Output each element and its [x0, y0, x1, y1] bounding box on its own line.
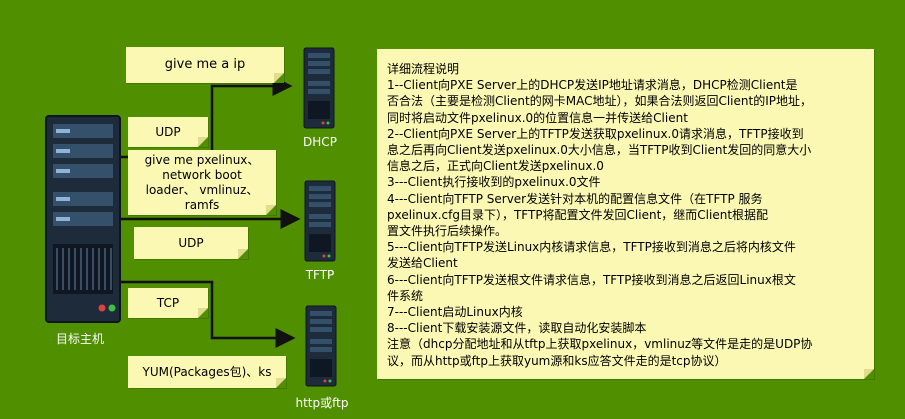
note-udp-tftp: UDP [134, 227, 248, 259]
desc-line: 议，而从http或ftp上获取yum源和ks应答文件走的是tcp协议） [387, 353, 864, 369]
note-give-pxelinux: give me pxelinux、network boot loader、 vm… [128, 150, 276, 215]
note-udp-dhcp: UDP [128, 117, 208, 147]
client-label: 目标主机 [40, 330, 120, 347]
desc-line: 3---Client执行接收到的pxelinux.0文件 [387, 174, 864, 190]
desc-line: 4---Client向TFTP Server发送针对本机的配置信息文件（在TFT… [387, 191, 864, 207]
desc-line: 7---Client启动Linux内核 [387, 304, 864, 320]
desc-line: 同时将启动文件pxelinux.0的位置信息一并传送给Client [387, 110, 864, 126]
desc-line: 否合法（主要是检测Client的网卡MAC地址），如果合法则返回Client的I… [387, 93, 864, 109]
desc-line: 息之后再向Client发送pxelinux.0大小信息，当TFTP收到Clien… [387, 142, 864, 158]
desc-line: 注意（dhcp分配地址和从tftp上获取pxelinux，vmlinuz等文件是… [387, 336, 864, 352]
desc-line: 2--Client向PXE Server上的TFTP发送获取pxelinux.0… [387, 126, 864, 142]
client-server-icon [44, 114, 126, 326]
desc-line: 信息之后，正式向Client发送pxelinux.0 [387, 158, 864, 174]
dhcp-server-icon [303, 47, 335, 129]
http-server-icon [305, 305, 337, 387]
desc-line: 6---Client向TFTP发送根文件请求信息，TFTP接收到消息之后返回Li… [387, 272, 864, 288]
http-ftp-label: http或ftp [282, 394, 362, 411]
desc-line: 发送给Client [387, 255, 864, 271]
desc-line: 1--Client向PXE Server上的DHCP发送IP地址请求消息，DHC… [387, 77, 864, 93]
note-give-ip: give me a ip [126, 47, 284, 83]
flow-description-panel: 详细流程说明 1--Client向PXE Server上的DHCP发送IP地址请… [377, 49, 874, 379]
desc-line: 5---Client向TFTP发送Linux内核请求信息，TFTP接收到消息之后… [387, 239, 864, 255]
tftp-server-icon [304, 180, 336, 262]
desc-line: pxelinux.cfg目录下），TFTP将配置文件发回Client，继而Cli… [387, 207, 864, 223]
desc-line: 置文件执行后续操作。 [387, 223, 864, 239]
note-tcp: TCP [128, 288, 208, 318]
dhcp-label: DHCP [290, 135, 350, 149]
desc-line: 件系统 [387, 288, 864, 304]
tftp-label: TFTP [290, 268, 350, 282]
note-yum-ks: YUM(Packages包)、ks [128, 356, 286, 388]
desc-title: 详细流程说明 [387, 61, 864, 77]
desc-line: 8---Client下载安装源文件，读取自动化安装脚本 [387, 320, 864, 336]
